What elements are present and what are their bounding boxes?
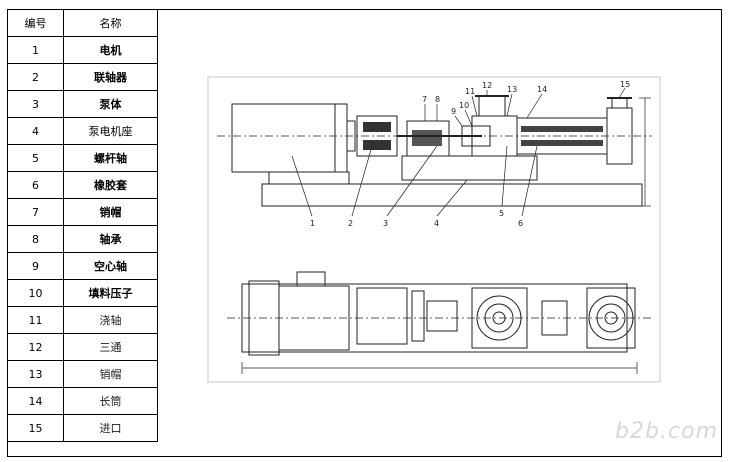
row-num: 2: [7, 63, 64, 91]
row-num: 5: [7, 144, 64, 172]
row-name: 泵体: [63, 90, 158, 118]
row-name: 空心轴: [63, 252, 158, 280]
side-view: [217, 95, 652, 207]
row-name: 轴承: [63, 225, 158, 253]
callout-label: 10: [459, 101, 469, 110]
callout-label: 2: [348, 219, 353, 228]
callout-label: 4: [434, 219, 439, 228]
row-num: 11: [7, 306, 64, 334]
row-name: 泵电机座: [63, 117, 158, 145]
row-num: 1: [7, 36, 64, 64]
callout-label: 1: [310, 219, 315, 228]
row-name: 销帽: [63, 198, 158, 226]
plan-coupling: [356, 287, 408, 345]
row-num: 3: [7, 90, 64, 118]
row-num: 6: [7, 171, 64, 199]
callout-label: 11: [465, 87, 475, 96]
row-name: 长筒: [63, 387, 158, 415]
row-name: 销帽: [63, 360, 158, 388]
pump-seat: [401, 155, 538, 181]
motor-foot: [268, 171, 350, 185]
row-num: 15: [7, 414, 64, 442]
callout-label: 9: [451, 107, 456, 116]
row-num: 4: [7, 117, 64, 145]
row-num: 12: [7, 333, 64, 361]
row-name: 螺杆轴: [63, 144, 158, 172]
row-name: 电机: [63, 36, 158, 64]
row-num: 10: [7, 279, 64, 307]
row-num: 7: [7, 198, 64, 226]
row-num: 8: [7, 225, 64, 253]
row-num: 9: [7, 252, 64, 280]
base-plate: [261, 183, 643, 207]
callout-label: 14: [537, 85, 547, 94]
callout-label: 12: [482, 81, 492, 90]
callout-label: 7: [422, 95, 427, 104]
row-num: 14: [7, 387, 64, 415]
callout-label: 3: [383, 219, 388, 228]
plan-inlet: [586, 287, 636, 349]
plan-view: [227, 271, 652, 374]
header-num: 编号: [7, 9, 64, 37]
row-name: 浇轴: [63, 306, 158, 334]
callout-label: 8: [435, 95, 440, 104]
row-name: 进口: [63, 414, 158, 442]
callout-label: 15: [620, 80, 630, 89]
row-name: 三通: [63, 333, 158, 361]
callouts: [291, 87, 626, 217]
long-barrel: [516, 117, 608, 155]
callout-labels: 1 2 3 4 5 6 7 8 9 10 11 12 13 14 15: [310, 80, 630, 228]
watermark: b2b.com: [615, 419, 718, 444]
row-name: 填料压子: [63, 279, 158, 307]
pump-assembly-drawing: 1 2 3 4 5 6 7 8 9 10 11 12 13 14 15: [207, 76, 661, 383]
drawing-border: [207, 76, 661, 383]
row-name: 橡胶套: [63, 171, 158, 199]
callout-label: 5: [499, 209, 504, 218]
row-name: 联轴器: [63, 63, 158, 91]
row-num: 13: [7, 360, 64, 388]
callout-label: 13: [507, 85, 517, 94]
motor-body: [231, 103, 348, 173]
callout-label: 6: [518, 219, 523, 228]
header-name: 名称: [63, 9, 158, 37]
table-header-row: 编号 名称: [7, 9, 158, 37]
